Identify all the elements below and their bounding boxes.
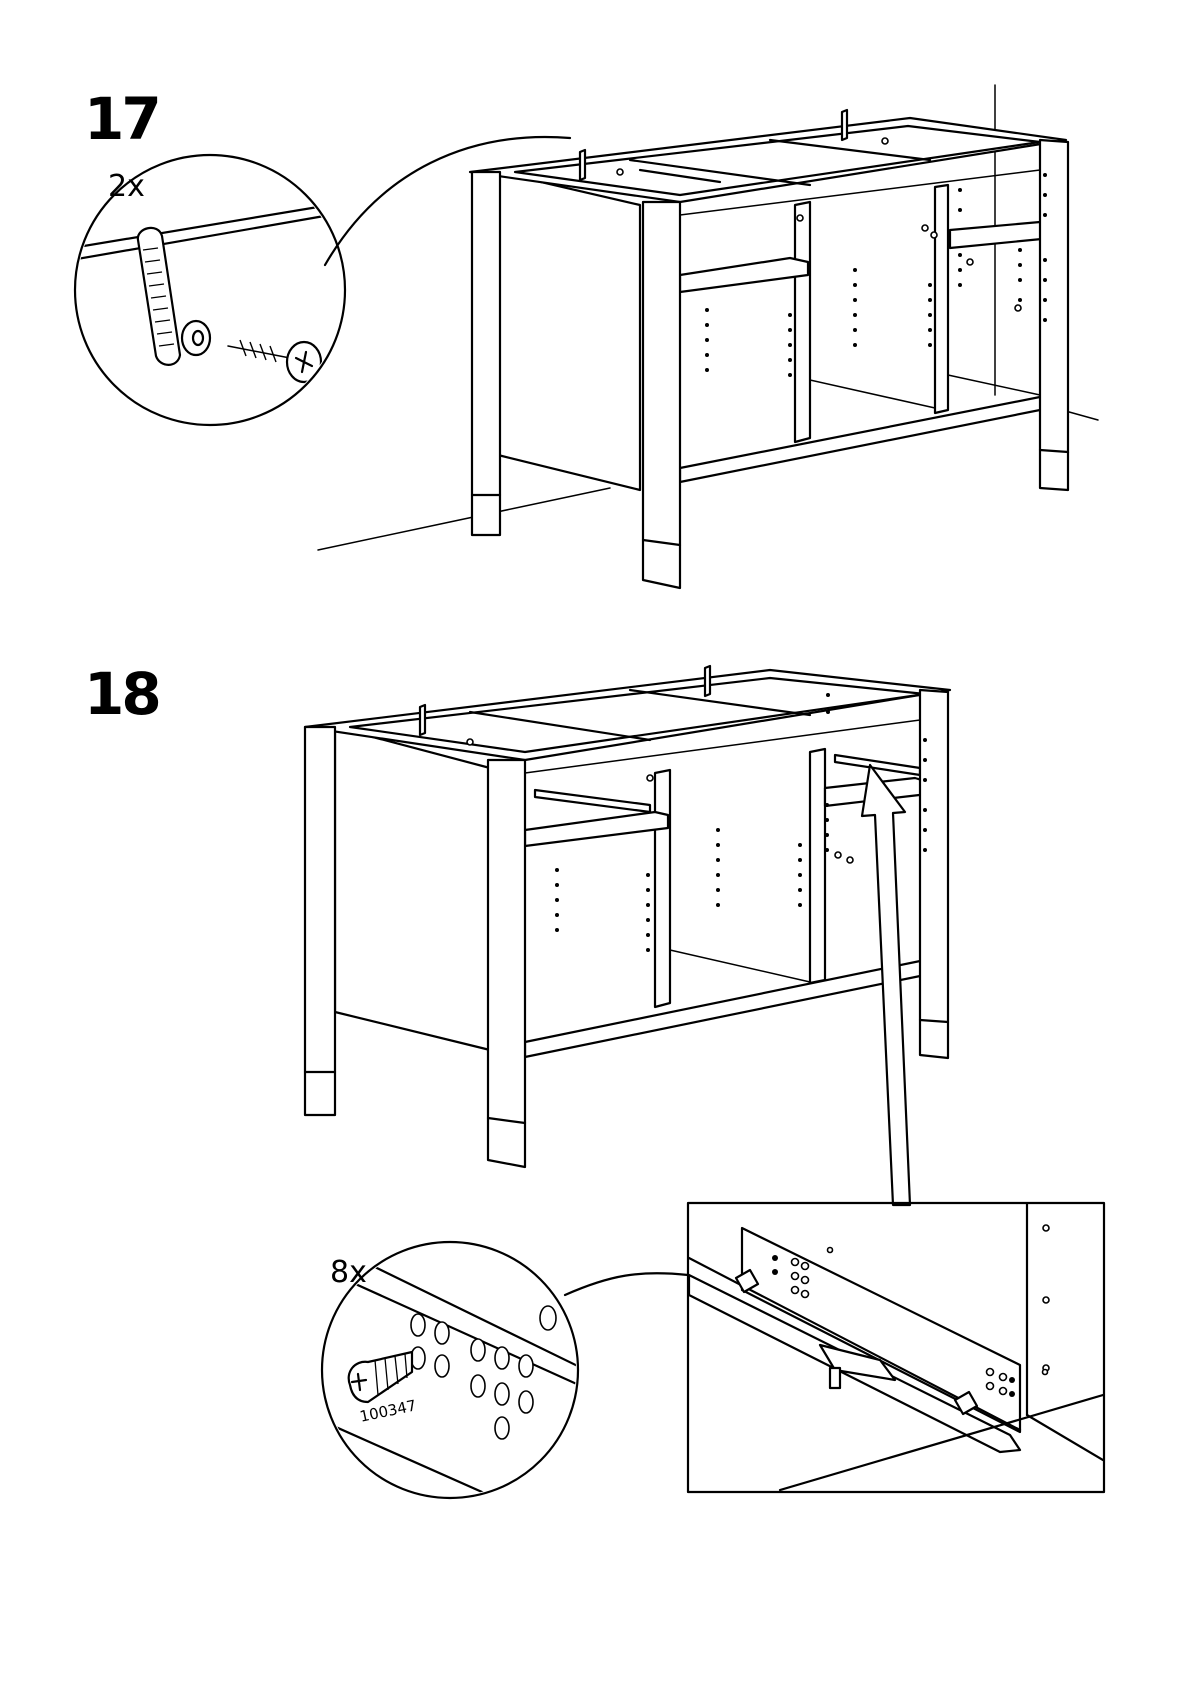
shelf	[950, 222, 1052, 248]
drawer-runner	[535, 790, 650, 812]
leg	[920, 690, 948, 1058]
step-18-figure	[305, 666, 1104, 1500]
leg	[488, 760, 525, 1167]
hole-row	[411, 1314, 533, 1439]
step-17-figure	[60, 85, 1098, 588]
leg	[305, 727, 335, 1115]
wall-bracket	[580, 150, 585, 180]
quantity-label: 2x	[108, 172, 145, 202]
leg	[643, 202, 680, 588]
bottom-rail	[680, 395, 1050, 482]
side-panel	[498, 172, 640, 490]
divider-panel	[795, 202, 810, 442]
shelf	[680, 258, 808, 292]
divider-panel	[935, 185, 948, 413]
side-panel	[335, 727, 490, 1050]
divider-panel	[655, 770, 670, 1007]
wall-bracket	[420, 705, 425, 735]
leg	[472, 172, 500, 535]
back-edge	[948, 375, 1040, 395]
wall-bracket	[705, 666, 710, 696]
divider-panel	[810, 749, 825, 983]
quantity-label: 8x	[330, 1258, 367, 1288]
drawer-runner	[835, 755, 920, 775]
shelf	[525, 812, 668, 846]
step-number: 18	[84, 665, 159, 723]
floor-line	[318, 488, 610, 550]
step-number: 17	[84, 90, 159, 148]
leg	[1040, 140, 1068, 490]
back-edge	[810, 380, 935, 408]
frame-edge	[60, 205, 330, 262]
callout-connector	[565, 1273, 688, 1295]
bottom-rail	[525, 960, 925, 1057]
wall-bracket	[842, 110, 847, 140]
